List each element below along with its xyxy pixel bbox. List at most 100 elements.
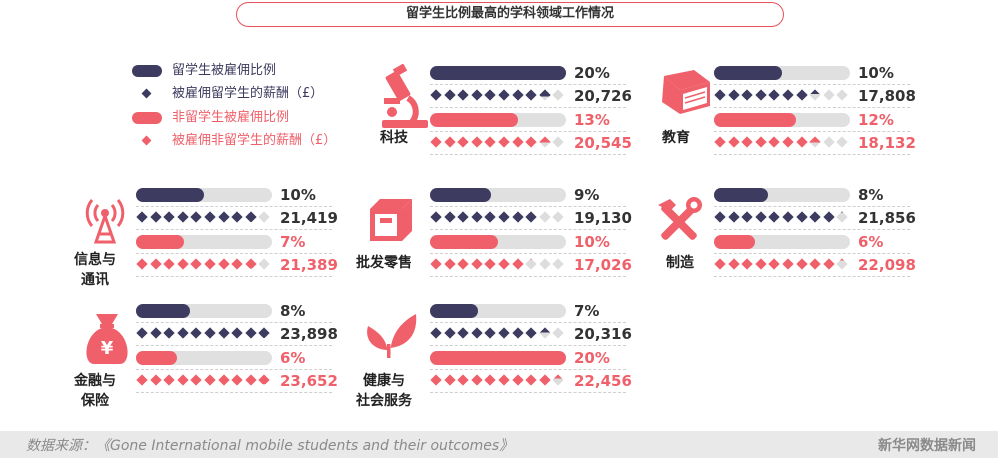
dom-salary-diamonds — [714, 136, 850, 150]
intl-salary-diamond-mark — [741, 211, 753, 223]
dom-salary-diamond-mark — [258, 374, 271, 386]
row-separator — [136, 276, 332, 277]
dom-salary-diamond-mark — [755, 136, 767, 148]
dom-salary-diamond-mark — [136, 374, 148, 386]
dom-rate-bar — [714, 235, 755, 249]
intl-rate-bar — [136, 188, 204, 202]
dom-salary-diamond-mark — [484, 258, 497, 270]
intl-salary-diamond-mark — [755, 211, 767, 223]
sector-label: 信息与 通讯 — [74, 252, 116, 288]
dom-rate-value-label: 12% — [858, 111, 894, 129]
dom-salary-diamond-mark — [809, 136, 821, 148]
legend-bar-swatch — [132, 109, 162, 127]
dom-salary-diamond-mark — [525, 136, 537, 148]
microscope-icon — [378, 63, 434, 136]
intl-salary-diamond-mark — [457, 211, 469, 223]
intl-salary-diamond-mark — [163, 327, 175, 339]
dom-salary-diamond-mark — [163, 374, 175, 386]
dom-rate-bar-track — [430, 351, 566, 365]
intl-salary-diamonds — [714, 89, 850, 103]
svg-text:¥: ¥ — [101, 338, 114, 359]
intl-salary-diamond-mark — [430, 327, 442, 339]
money-bag-icon: ¥ — [80, 310, 134, 370]
intl-salary-diamond-mark — [217, 327, 230, 339]
intl-salary-diamond-mark — [163, 211, 175, 223]
row-separator — [430, 206, 626, 207]
dom-salary-value-label: 23,652 — [280, 372, 338, 390]
intl-salary-value-label: 19,130 — [574, 209, 632, 227]
dom-salary-value-label: 18,132 — [858, 134, 916, 152]
row-separator — [714, 276, 910, 277]
sector-label: 教育 — [662, 130, 690, 146]
intl-salary-diamond-mark — [809, 89, 821, 101]
dom-salary-diamond-mark — [539, 374, 551, 386]
legend-bar-swatch — [132, 62, 162, 80]
intl-rate-value-label: 8% — [858, 186, 884, 204]
intl-rate-bar-track — [136, 188, 272, 202]
intl-salary-diamonds — [714, 211, 850, 225]
row-separator — [714, 131, 910, 132]
dom-salary-diamond-mark — [217, 258, 230, 270]
dom-salary-diamond-mark — [755, 258, 767, 270]
row-separator — [136, 206, 332, 207]
intl-salary-diamond-mark — [836, 211, 849, 223]
dom-rate-value-label: 20% — [574, 349, 610, 367]
intl-salary-diamond-mark — [430, 89, 442, 101]
intl-salary-diamond-mark — [768, 211, 781, 223]
row-separator — [136, 253, 332, 254]
dom-salary-diamond-mark — [190, 374, 203, 386]
sector-label: 批发零售 — [356, 255, 412, 271]
sector-label: 健康与 社会服务 — [356, 373, 412, 409]
dom-salary-diamond-mark — [714, 136, 726, 148]
intl-salary-diamond-mark — [498, 211, 510, 223]
row-separator — [430, 345, 626, 346]
dom-salary-diamond-mark — [511, 258, 524, 270]
dom-salary-diamond-mark — [190, 258, 203, 270]
intl-salary-diamond-mark — [552, 89, 565, 101]
dom-salary-diamond-mark — [217, 374, 230, 386]
row-separator — [430, 154, 626, 155]
dom-salary-diamond-mark — [539, 258, 551, 270]
dom-rate-bar — [136, 351, 177, 365]
row-separator — [430, 392, 626, 393]
footer: 数据来源：《Gone International mobile students… — [0, 431, 998, 458]
intl-salary-diamond-mark — [190, 327, 203, 339]
legend-label: 留学生被雇佣比例 — [172, 63, 277, 78]
intl-salary-diamond-mark — [457, 89, 469, 101]
dom-salary-diamond-mark — [498, 374, 510, 386]
dom-rate-value-label: 10% — [574, 233, 610, 251]
dom-salary-diamond-mark — [539, 136, 551, 148]
row-separator — [430, 84, 626, 85]
dom-salary-value-label: 22,098 — [858, 256, 916, 274]
row-separator — [430, 107, 626, 108]
dom-salary-diamond-mark — [511, 136, 524, 148]
dom-salary-diamond-mark — [782, 136, 794, 148]
dom-salary-diamond-mark — [204, 258, 216, 270]
intl-rate-bar-track — [430, 188, 566, 202]
row-separator — [430, 253, 626, 254]
intl-salary-diamond-mark — [149, 211, 162, 223]
intl-salary-diamond-mark — [823, 211, 835, 223]
dom-rate-bar-track — [136, 351, 272, 365]
intl-salary-diamond-mark — [457, 327, 469, 339]
dom-salary-diamond-mark — [727, 136, 740, 148]
row-separator — [430, 322, 626, 323]
intl-salary-diamond-mark — [809, 211, 821, 223]
sector-label: 制造 — [666, 255, 694, 271]
intl-salary-diamond-mark — [217, 211, 230, 223]
dom-salary-diamond-mark — [471, 258, 483, 270]
intl-salary-diamond-mark — [177, 327, 189, 339]
dom-salary-diamond-mark — [136, 258, 148, 270]
intl-rate-bar-track — [136, 304, 272, 318]
intl-salary-diamond-mark — [471, 211, 483, 223]
intl-rate-value-label: 9% — [574, 186, 600, 204]
dom-rate-bar — [430, 113, 519, 127]
dom-salary-diamond-mark — [457, 374, 469, 386]
intl-salary-diamond-mark — [484, 211, 497, 223]
dom-salary-diamond-mark — [836, 136, 849, 148]
dom-salary-diamond-mark — [836, 258, 849, 270]
dom-salary-diamond-mark — [231, 374, 243, 386]
dom-salary-diamond-mark — [795, 258, 808, 270]
legend-diamond-swatch — [132, 85, 162, 103]
intl-salary-value-label: 20,316 — [574, 325, 632, 343]
